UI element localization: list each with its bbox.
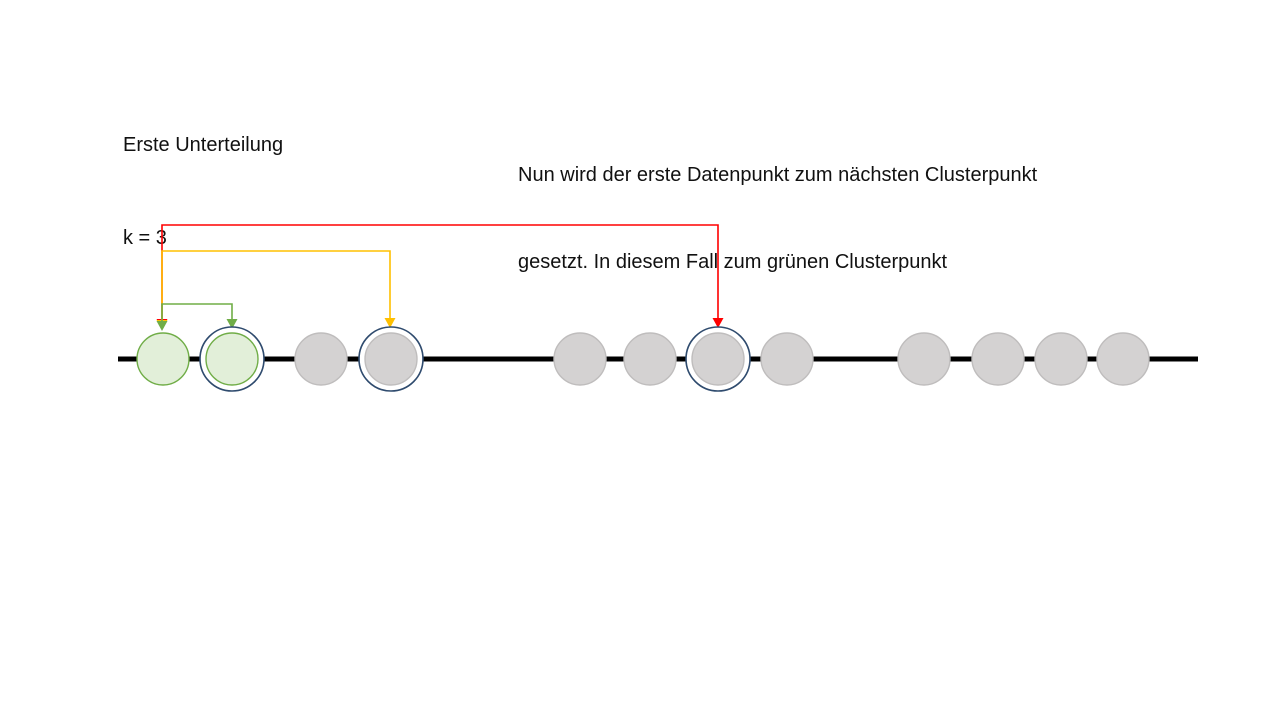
data-point-point-10 — [971, 332, 1025, 386]
yellow-cluster-point-point-4 — [364, 332, 418, 386]
data-point-point-8 — [760, 332, 814, 386]
slide-title: Erste Unterteilung — [123, 134, 284, 156]
data-point-point-5 — [553, 332, 607, 386]
distance-arrow-green-arrowhead-origin-icon — [156, 321, 168, 331]
green-cluster-point-point-2 — [205, 332, 259, 386]
distance-arrow-yellow-arrowhead-target-icon — [384, 318, 396, 328]
annotation-line-2: gesetzt. In diesem Fall zum grünen Clust… — [518, 251, 948, 273]
annotation-text: Nun wird der erste Datenpunkt zum nächst… — [518, 103, 1037, 335]
data-point-point-3 — [294, 332, 348, 386]
data-point-point-12 — [1096, 332, 1150, 386]
distance-arrow-green-arrowhead-target-icon — [226, 319, 238, 329]
red-cluster-point-point-7 — [691, 332, 745, 386]
connector-distance-arrow-green — [161, 303, 233, 323]
first-data-point-point-1 — [136, 332, 190, 386]
annotation-line-1: Nun wird der erste Datenpunkt zum nächst… — [518, 164, 1038, 186]
distance-arrow-red-arrowhead-target-icon — [712, 318, 724, 328]
data-point-point-6 — [623, 332, 677, 386]
connector-distance-arrow-red — [161, 224, 719, 321]
data-point-point-11 — [1034, 332, 1088, 386]
connector-distance-arrow-yellow — [161, 250, 391, 322]
data-point-point-9 — [897, 332, 951, 386]
